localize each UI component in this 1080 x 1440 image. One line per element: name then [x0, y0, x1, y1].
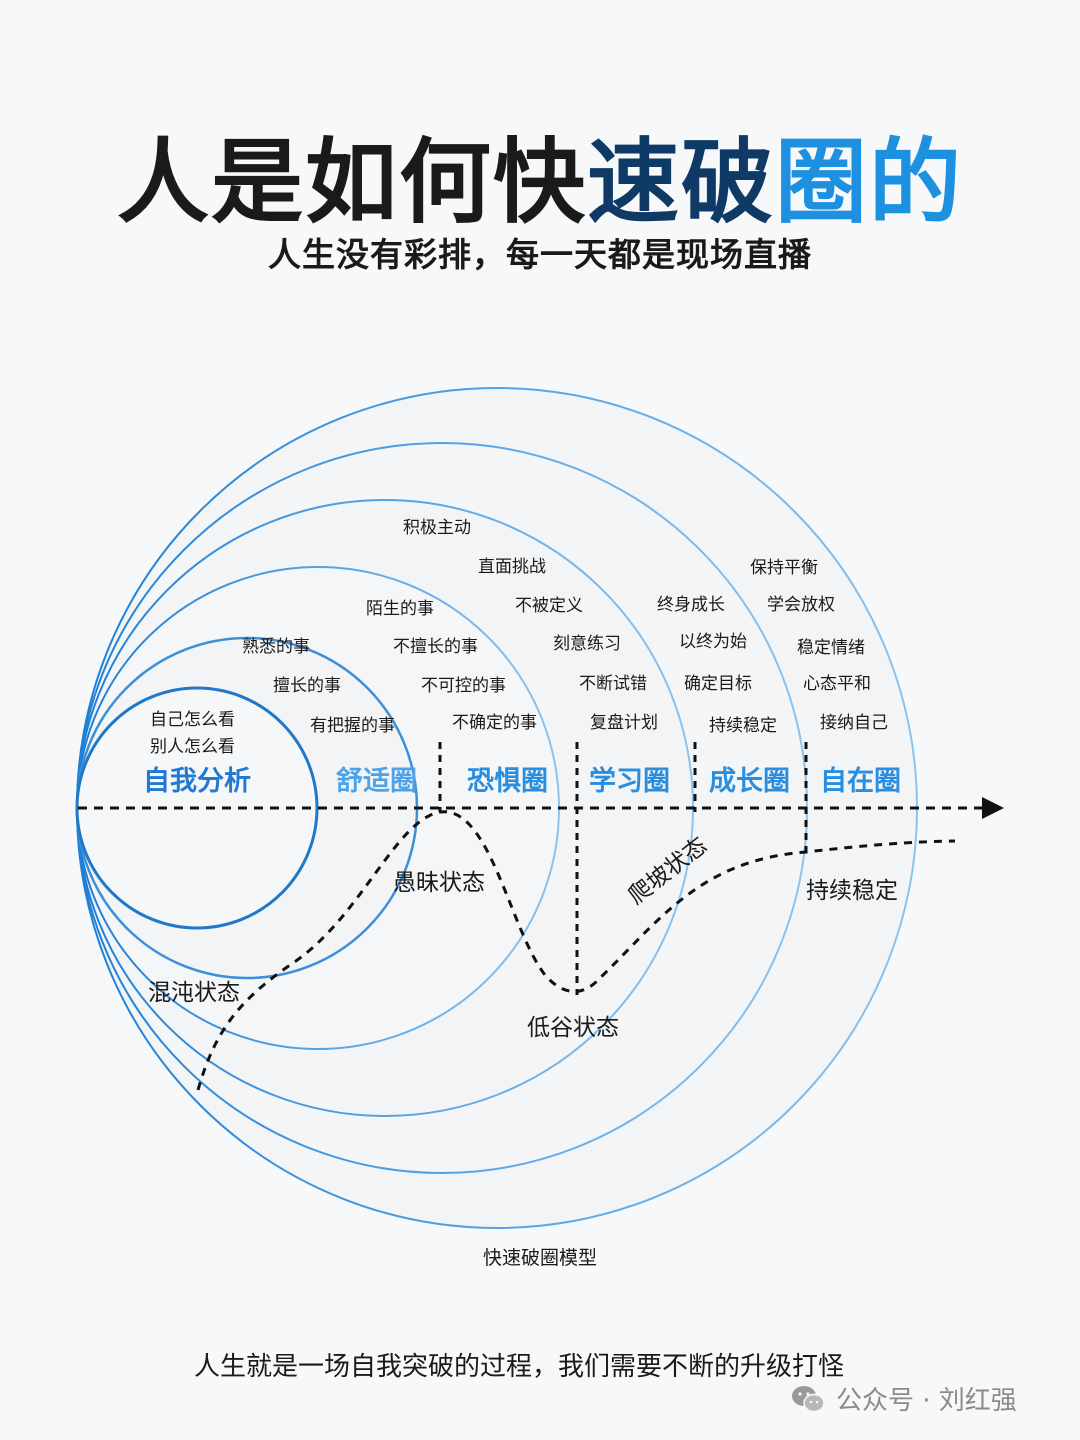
title-part-dark: 人是如何快 [116, 129, 587, 236]
item-xuexi-3: 不被定义 [515, 596, 583, 616]
watermark-text: 公众号 · 刘红强 [836, 1386, 1017, 1416]
state-valley: 低谷状态 [527, 1015, 619, 1041]
item-shushi-3: 有把握的事 [310, 716, 395, 736]
state-ignorance: 愚昧状态 [393, 870, 485, 896]
item-ziwo-1: 自己怎么看 [150, 710, 235, 730]
item-ziwo-2: 别人怎么看 [150, 737, 235, 757]
item-kongju-2: 不擅长的事 [393, 637, 478, 657]
item-zizai-3: 稳定情绪 [797, 638, 865, 658]
state-chaos: 混沌状态 [148, 980, 240, 1006]
label-xuexi: 学习圈 [589, 765, 670, 797]
label-zizai: 自在圈 [820, 765, 901, 797]
footer-text: 人生就是一场自我突破的过程，我们需要不断的升级打怪 [194, 1352, 845, 1382]
item-kongju-1: 陌生的事 [366, 599, 434, 619]
watermark: 公众号 · 刘红强 [790, 1380, 1017, 1417]
item-zizai-2: 学会放权 [767, 595, 835, 615]
label-chengzhang: 成长圈 [709, 766, 790, 797]
page-subtitle: 人生没有彩排，每一天都是现场直播 [268, 235, 812, 274]
axis-arrowhead [982, 797, 1004, 819]
item-shushi-1: 熟悉的事 [242, 636, 310, 657]
item-xuexi-5: 不断试错 [579, 674, 647, 694]
title-part-navy: 速破 [586, 129, 775, 236]
item-kongju-4: 不确定的事 [452, 713, 537, 733]
item-zizai-1: 保持平衡 [750, 558, 818, 578]
item-xuexi-1: 积极主动 [403, 518, 471, 538]
wechat-icon [792, 1385, 825, 1412]
item-xuexi-6: 复盘计划 [590, 713, 658, 733]
item-xuexi-2: 直面挑战 [478, 557, 546, 577]
item-xuexi-4: 刻意练习 [553, 634, 621, 654]
label-ziwo: 自我分析 [143, 765, 251, 797]
page-title: 人是如何快速破圈的 [0, 108, 1080, 241]
item-chengzhang-1: 终身成长 [657, 595, 725, 615]
label-kongju: 恐惧圈 [467, 766, 548, 797]
item-chengzhang-3: 确定目标 [684, 674, 752, 694]
label-shushi: 舒适圈 [336, 765, 417, 797]
item-chengzhang-4: 持续稳定 [709, 716, 777, 736]
title-part-blue: 圈的 [775, 129, 964, 236]
item-chengzhang-2: 以终为始 [679, 632, 747, 652]
state-stable: 持续稳定 [806, 878, 898, 904]
item-zizai-4: 心态平和 [803, 674, 871, 694]
item-shushi-2: 擅长的事 [273, 676, 341, 696]
item-kongju-3: 不可控的事 [421, 676, 506, 696]
item-zizai-5: 接纳自己 [820, 713, 888, 733]
growth-curve [196, 810, 956, 1091]
model-caption: 快速破圈模型 [483, 1247, 597, 1269]
